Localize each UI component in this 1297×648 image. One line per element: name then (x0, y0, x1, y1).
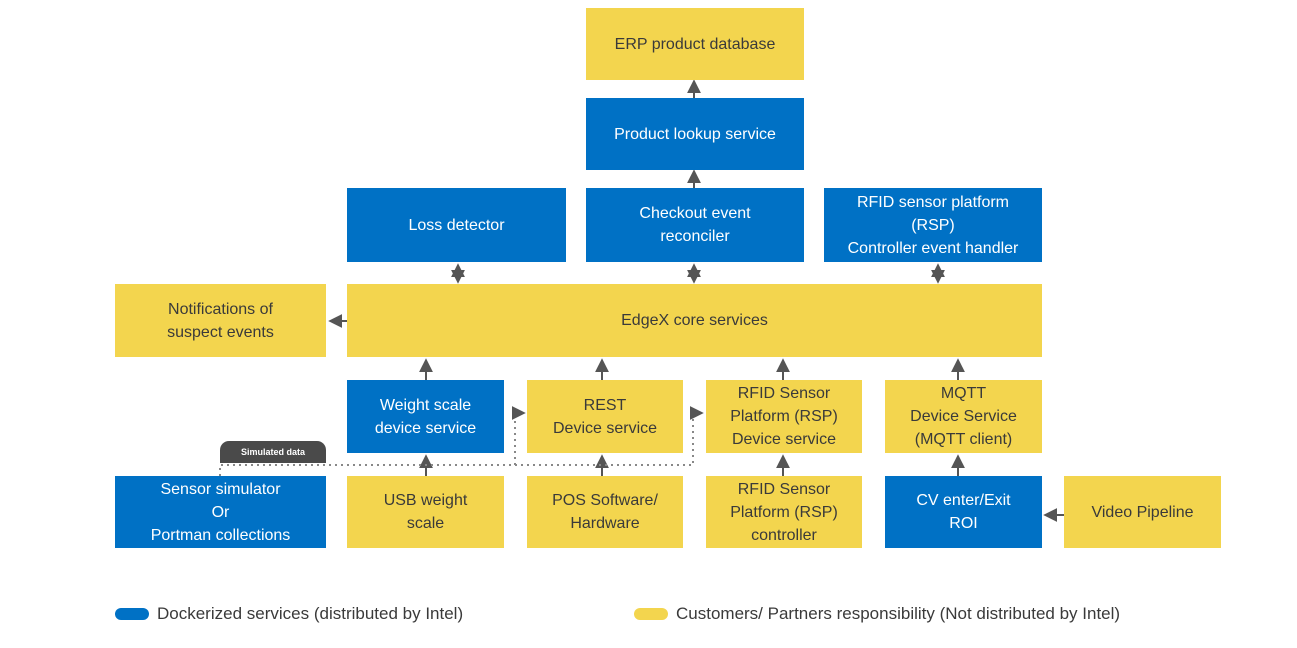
rfid-rsp-controller-label: RFID Sensor Platform (RSP) controller (730, 480, 838, 544)
simulated-data-badge: Simulated data (220, 441, 326, 463)
pos-software-hardware-label: POS Software/ Hardware (552, 492, 658, 532)
legend-dockerized-label: Dockerized services (distributed by Inte… (157, 604, 464, 623)
edgex-core-services-box: EdgeX core services (347, 284, 1042, 357)
loss-detector-label: Loss detector (408, 216, 505, 234)
weight-scale-device-service-box: Weight scale device service (347, 380, 504, 453)
video-pipeline-box: Video Pipeline (1064, 476, 1221, 548)
usb-weight-scale-label: USB weight scale (383, 492, 468, 532)
product-lookup-service-box: Product lookup service (586, 98, 804, 170)
legend-customers: Customers/ Partners responsibility (Not … (634, 604, 1120, 624)
rest-device-service-label: REST Device service (552, 396, 658, 437)
legend-dockerized: Dockerized services (distributed by Inte… (115, 604, 463, 624)
erp-product-database-box: ERP product database (586, 8, 804, 80)
legend-yellow-swatch (634, 608, 668, 620)
erp-product-database-label: ERP product database (614, 35, 776, 53)
pos-software-hardware-box: POS Software/ Hardware (527, 476, 683, 548)
checkout-event-reconciler-label: Checkout event reconciler (639, 205, 751, 245)
sensor-simulator-label: Sensor simulator Or Portman collections (150, 480, 291, 544)
video-pipeline-label: Video Pipeline (1091, 503, 1194, 521)
rfid-rsp-device-service-box: RFID Sensor Platform (RSP) Device servic… (706, 380, 862, 453)
notifications-box: Notifications of suspect events (115, 284, 326, 357)
rsp-controller-event-handler-label: RFID sensor platform (RSP) Controller ev… (847, 193, 1019, 257)
edgex-core-services-label: EdgeX core services (621, 312, 768, 329)
mqtt-device-service-label: MQTT Device Service (MQTT client) (910, 385, 1017, 448)
mqtt-device-service-box: MQTT Device Service (MQTT client) (885, 380, 1042, 453)
rfid-rsp-controller-box: RFID Sensor Platform (RSP) controller (706, 476, 862, 548)
sensor-simulator-box: Sensor simulator Or Portman collections (115, 476, 326, 548)
rest-device-service-box: REST Device service (527, 380, 683, 453)
cv-enter-exit-roi-label: CV enter/Exit ROI (916, 492, 1011, 532)
notifications-label: Notifications of suspect events (167, 300, 274, 341)
loss-detector-box: Loss detector (347, 188, 566, 262)
rfid-rsp-device-service-label: RFID Sensor Platform (RSP) Device servic… (730, 385, 838, 448)
usb-weight-scale-box: USB weight scale (347, 476, 504, 548)
cv-enter-exit-roi-box: CV enter/Exit ROI (885, 476, 1042, 548)
checkout-event-reconciler-box: Checkout event reconciler (586, 188, 804, 262)
legend-customers-label: Customers/ Partners responsibility (Not … (676, 604, 1121, 623)
rsp-controller-event-handler-box: RFID sensor platform (RSP) Controller ev… (824, 188, 1042, 262)
weight-scale-device-service-label: Weight scale device service (374, 396, 477, 437)
simulated-path-to-rfid (515, 406, 704, 466)
product-lookup-service-label: Product lookup service (614, 125, 776, 143)
legend-blue-swatch (115, 608, 149, 620)
